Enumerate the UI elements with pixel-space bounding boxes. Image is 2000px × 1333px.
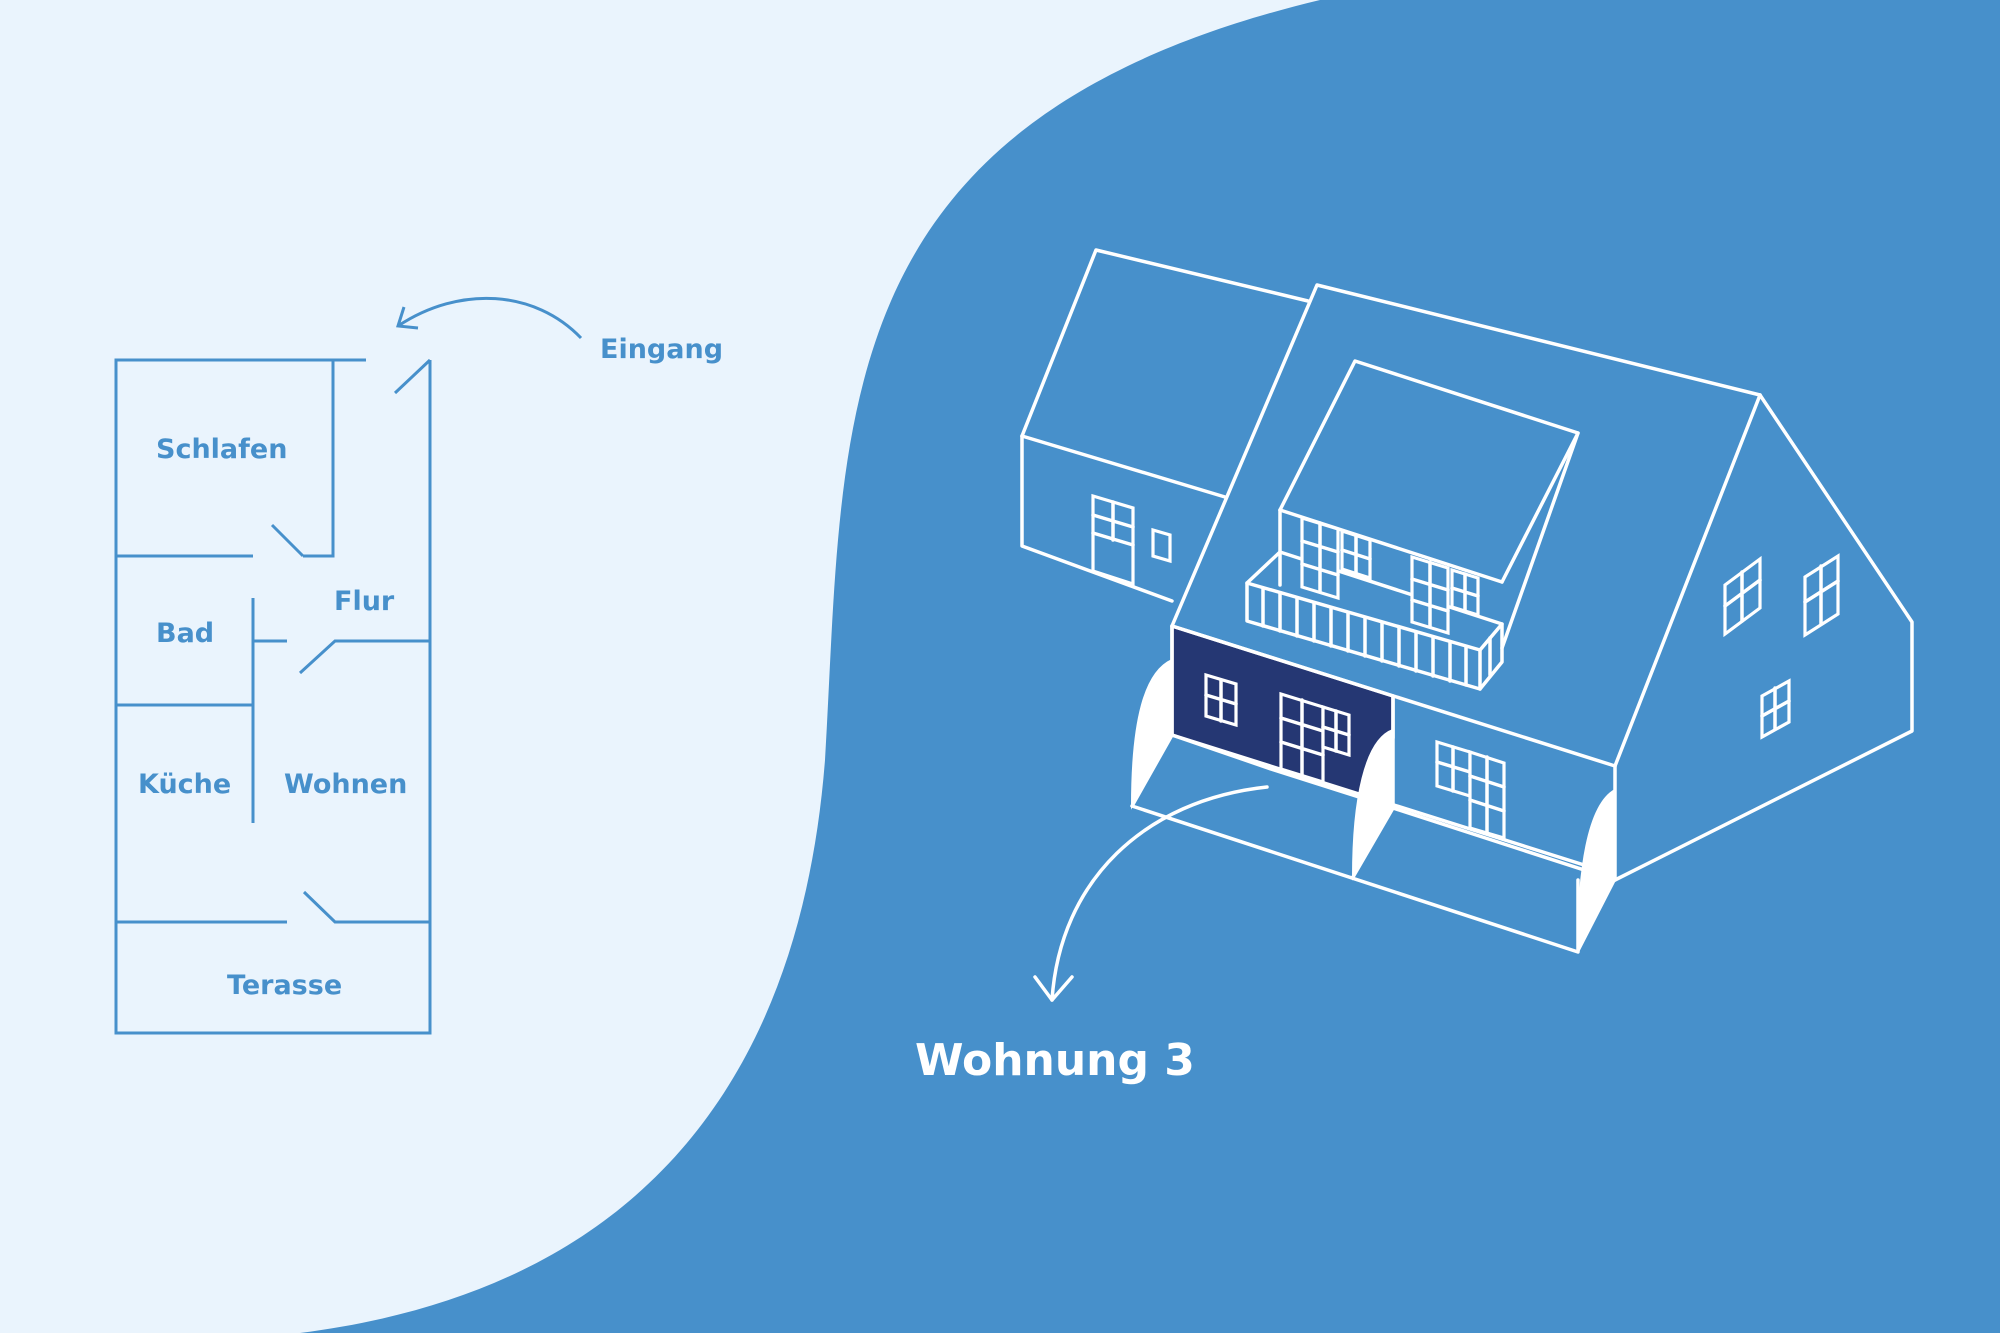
house-illustration bbox=[1020, 248, 1914, 954]
left-house-eave bbox=[1020, 434, 1227, 499]
unit-3-door bbox=[1279, 691, 1351, 785]
plan-door-flur bbox=[298, 639, 430, 675]
plan-outer-wall bbox=[114, 358, 432, 1035]
room-label-wohnen: Wohnen bbox=[284, 769, 407, 800]
entrance-arrow bbox=[396, 296, 583, 340]
blue-background-shape bbox=[300, 0, 2000, 1333]
left-house-window bbox=[1151, 527, 1172, 564]
plan-wall-schlafen bbox=[303, 360, 335, 558]
entrance-label: Eingang bbox=[600, 334, 723, 365]
room-label-kueche: Küche bbox=[138, 769, 231, 800]
dormer-roof bbox=[1278, 359, 1580, 584]
unit-pointer-arrow bbox=[1033, 785, 1269, 1002]
room-label-terasse: Terasse bbox=[227, 970, 342, 1001]
unit-4-door bbox=[1435, 739, 1506, 841]
privacy-wall-1 bbox=[1130, 658, 1173, 810]
balcony-side bbox=[1478, 622, 1504, 691]
room-label-schlafen: Schlafen bbox=[156, 434, 287, 465]
highlight-unit-label: Wohnung 3 bbox=[915, 1035, 1195, 1086]
floor-plan bbox=[114, 358, 432, 1035]
dormer-door-right bbox=[1410, 554, 1480, 636]
plan-door-terasse bbox=[302, 890, 430, 924]
plan-entrance-door bbox=[393, 358, 432, 395]
gable-window-3 bbox=[1760, 678, 1791, 740]
room-label-flur: Flur bbox=[334, 586, 395, 617]
main-roof-left-slope bbox=[1170, 283, 1762, 628]
left-house-body bbox=[1020, 434, 1174, 603]
privacy-wall-2 bbox=[1351, 728, 1394, 881]
unit-3-window bbox=[1204, 672, 1238, 728]
plan-door-schlafen bbox=[270, 523, 305, 558]
gable-window-2 bbox=[1803, 553, 1840, 638]
left-house-door bbox=[1091, 493, 1135, 587]
gable-window-1 bbox=[1723, 555, 1762, 638]
gable-end-wall bbox=[1613, 393, 1914, 882]
balcony-balusters bbox=[1261, 586, 1492, 687]
privacy-wall-3 bbox=[1577, 788, 1616, 953]
dormer-door-left bbox=[1300, 515, 1372, 601]
main-roof-ridge bbox=[1613, 393, 1762, 768]
room-label-bad: Bad bbox=[156, 618, 214, 649]
dormer-side bbox=[1500, 431, 1580, 650]
left-house-roof bbox=[1020, 248, 1310, 438]
